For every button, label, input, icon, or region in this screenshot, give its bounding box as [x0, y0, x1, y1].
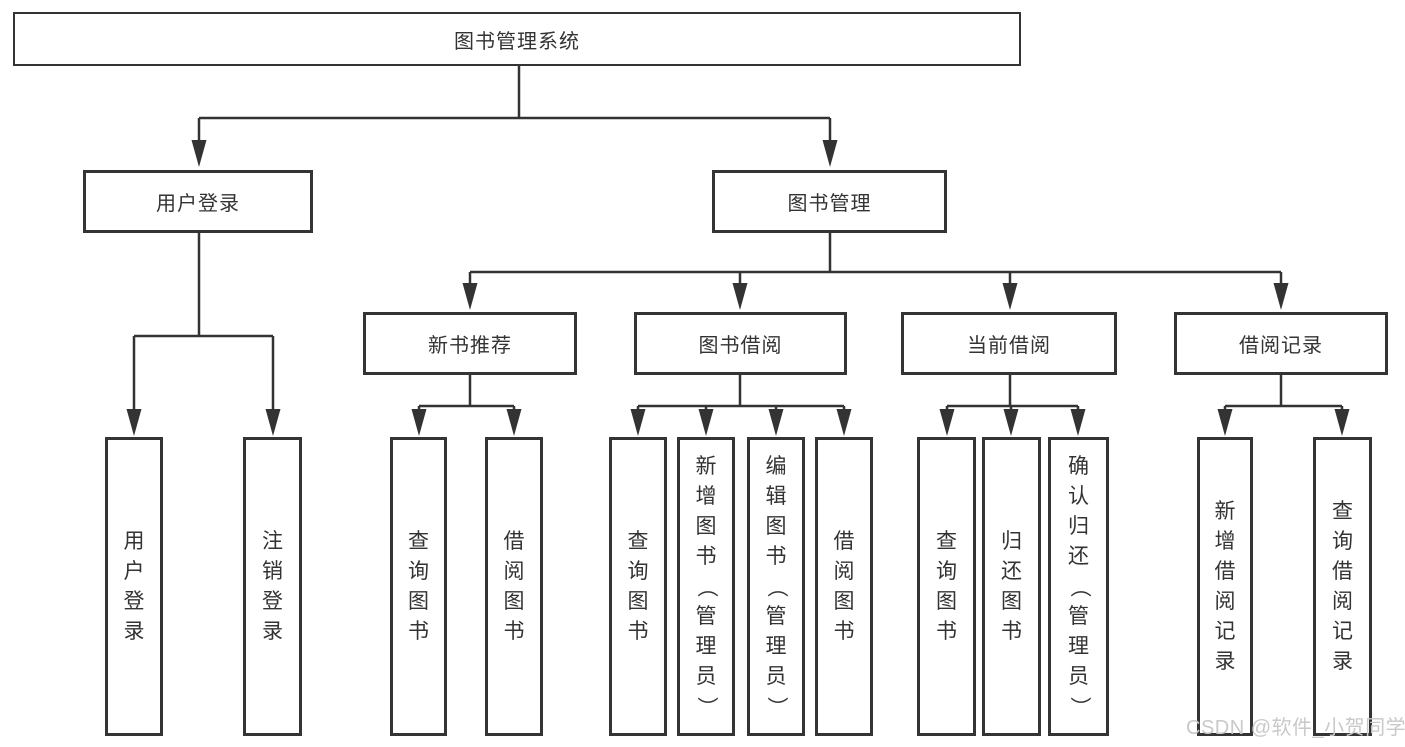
node-user-login-label: 用户登录	[156, 193, 240, 215]
leaf-bb-edit-book-label: 编辑图书（管理员）	[765, 454, 788, 718]
leaf-logout-label: 注销登录	[262, 529, 283, 643]
node-current-borrow: 当前借阅	[901, 312, 1117, 375]
leaf-rec-query-book-label: 查询图书	[408, 529, 429, 643]
leaf-bb-borrow-book: 借阅图书	[815, 437, 873, 736]
node-book-management: 图书管理	[712, 170, 947, 233]
arrowhead	[630, 409, 646, 436]
arrowhead	[411, 409, 427, 436]
leaf-cb-return-book: 归还图书	[982, 437, 1041, 736]
leaf-br-query-record: 查询借阅记录	[1313, 437, 1372, 736]
leaf-cb-return-book-label: 归还图书	[1001, 529, 1022, 643]
leaf-rec-borrow-book: 借阅图书	[485, 437, 543, 736]
arrowhead	[1334, 409, 1350, 436]
node-borrow-records: 借阅记录	[1174, 312, 1388, 375]
leaf-br-add-record-label: 新增借阅记录	[1214, 499, 1236, 673]
leaf-user-login: 用户登录	[105, 437, 163, 736]
arrowhead	[1002, 283, 1018, 310]
arrowhead	[191, 140, 207, 167]
arrowhead	[265, 409, 281, 436]
arrowhead	[822, 140, 838, 167]
leaf-br-add-record: 新增借阅记录	[1197, 437, 1253, 736]
leaf-logout: 注销登录	[243, 437, 302, 736]
leaf-rec-borrow-book-label: 借阅图书	[503, 529, 525, 643]
leaf-cb-confirm-return-label: 确认归还（管理员）	[1067, 454, 1091, 718]
arrowhead	[1070, 409, 1086, 436]
node-root-label: 图书管理系统	[454, 30, 580, 53]
arrowhead	[1217, 409, 1233, 436]
arrowhead	[939, 409, 955, 436]
leaf-rec-query-book: 查询图书	[390, 437, 447, 736]
node-user-login: 用户登录	[83, 170, 313, 233]
leaf-bb-edit-book: 编辑图书（管理员）	[747, 437, 805, 736]
arrowhead	[462, 283, 478, 310]
leaf-bb-add-book-label: 新增图书（管理员）	[695, 454, 718, 718]
node-borrow-records-label: 借阅记录	[1239, 335, 1323, 357]
arrowhead	[1003, 409, 1019, 436]
node-new-book-recommend: 新书推荐	[363, 312, 577, 375]
node-new-book-recommend-label: 新书推荐	[428, 335, 512, 357]
arrowhead	[698, 409, 714, 436]
leaf-bb-query-book: 查询图书	[609, 437, 667, 736]
csdn-watermark: CSDN @软件_小贺同学	[1186, 717, 1405, 739]
arrowhead	[732, 283, 748, 310]
node-current-borrow-label: 当前借阅	[967, 335, 1051, 357]
leaf-bb-add-book: 新增图书（管理员）	[677, 437, 735, 736]
arrowhead	[126, 409, 142, 436]
arrowhead	[1273, 283, 1289, 310]
leaf-user-login-label: 用户登录	[123, 529, 145, 643]
leaf-cb-confirm-return: 确认归还（管理员）	[1048, 437, 1109, 736]
node-root: 图书管理系统	[13, 12, 1021, 66]
node-book-management-label: 图书管理	[787, 193, 872, 215]
leaf-bb-query-book-label: 查询图书	[627, 529, 649, 643]
leaf-bb-borrow-book-label: 借阅图书	[833, 529, 855, 643]
node-book-borrow-label: 图书借阅	[698, 335, 783, 357]
leaf-cb-query-book-label: 查询图书	[936, 529, 957, 643]
leaf-br-query-record-label: 查询借阅记录	[1332, 499, 1353, 673]
arrowhead	[836, 409, 852, 436]
arrowhead	[506, 409, 522, 436]
arrowhead	[768, 409, 784, 436]
leaf-cb-query-book: 查询图书	[917, 437, 976, 736]
node-book-borrow: 图书借阅	[634, 312, 847, 375]
